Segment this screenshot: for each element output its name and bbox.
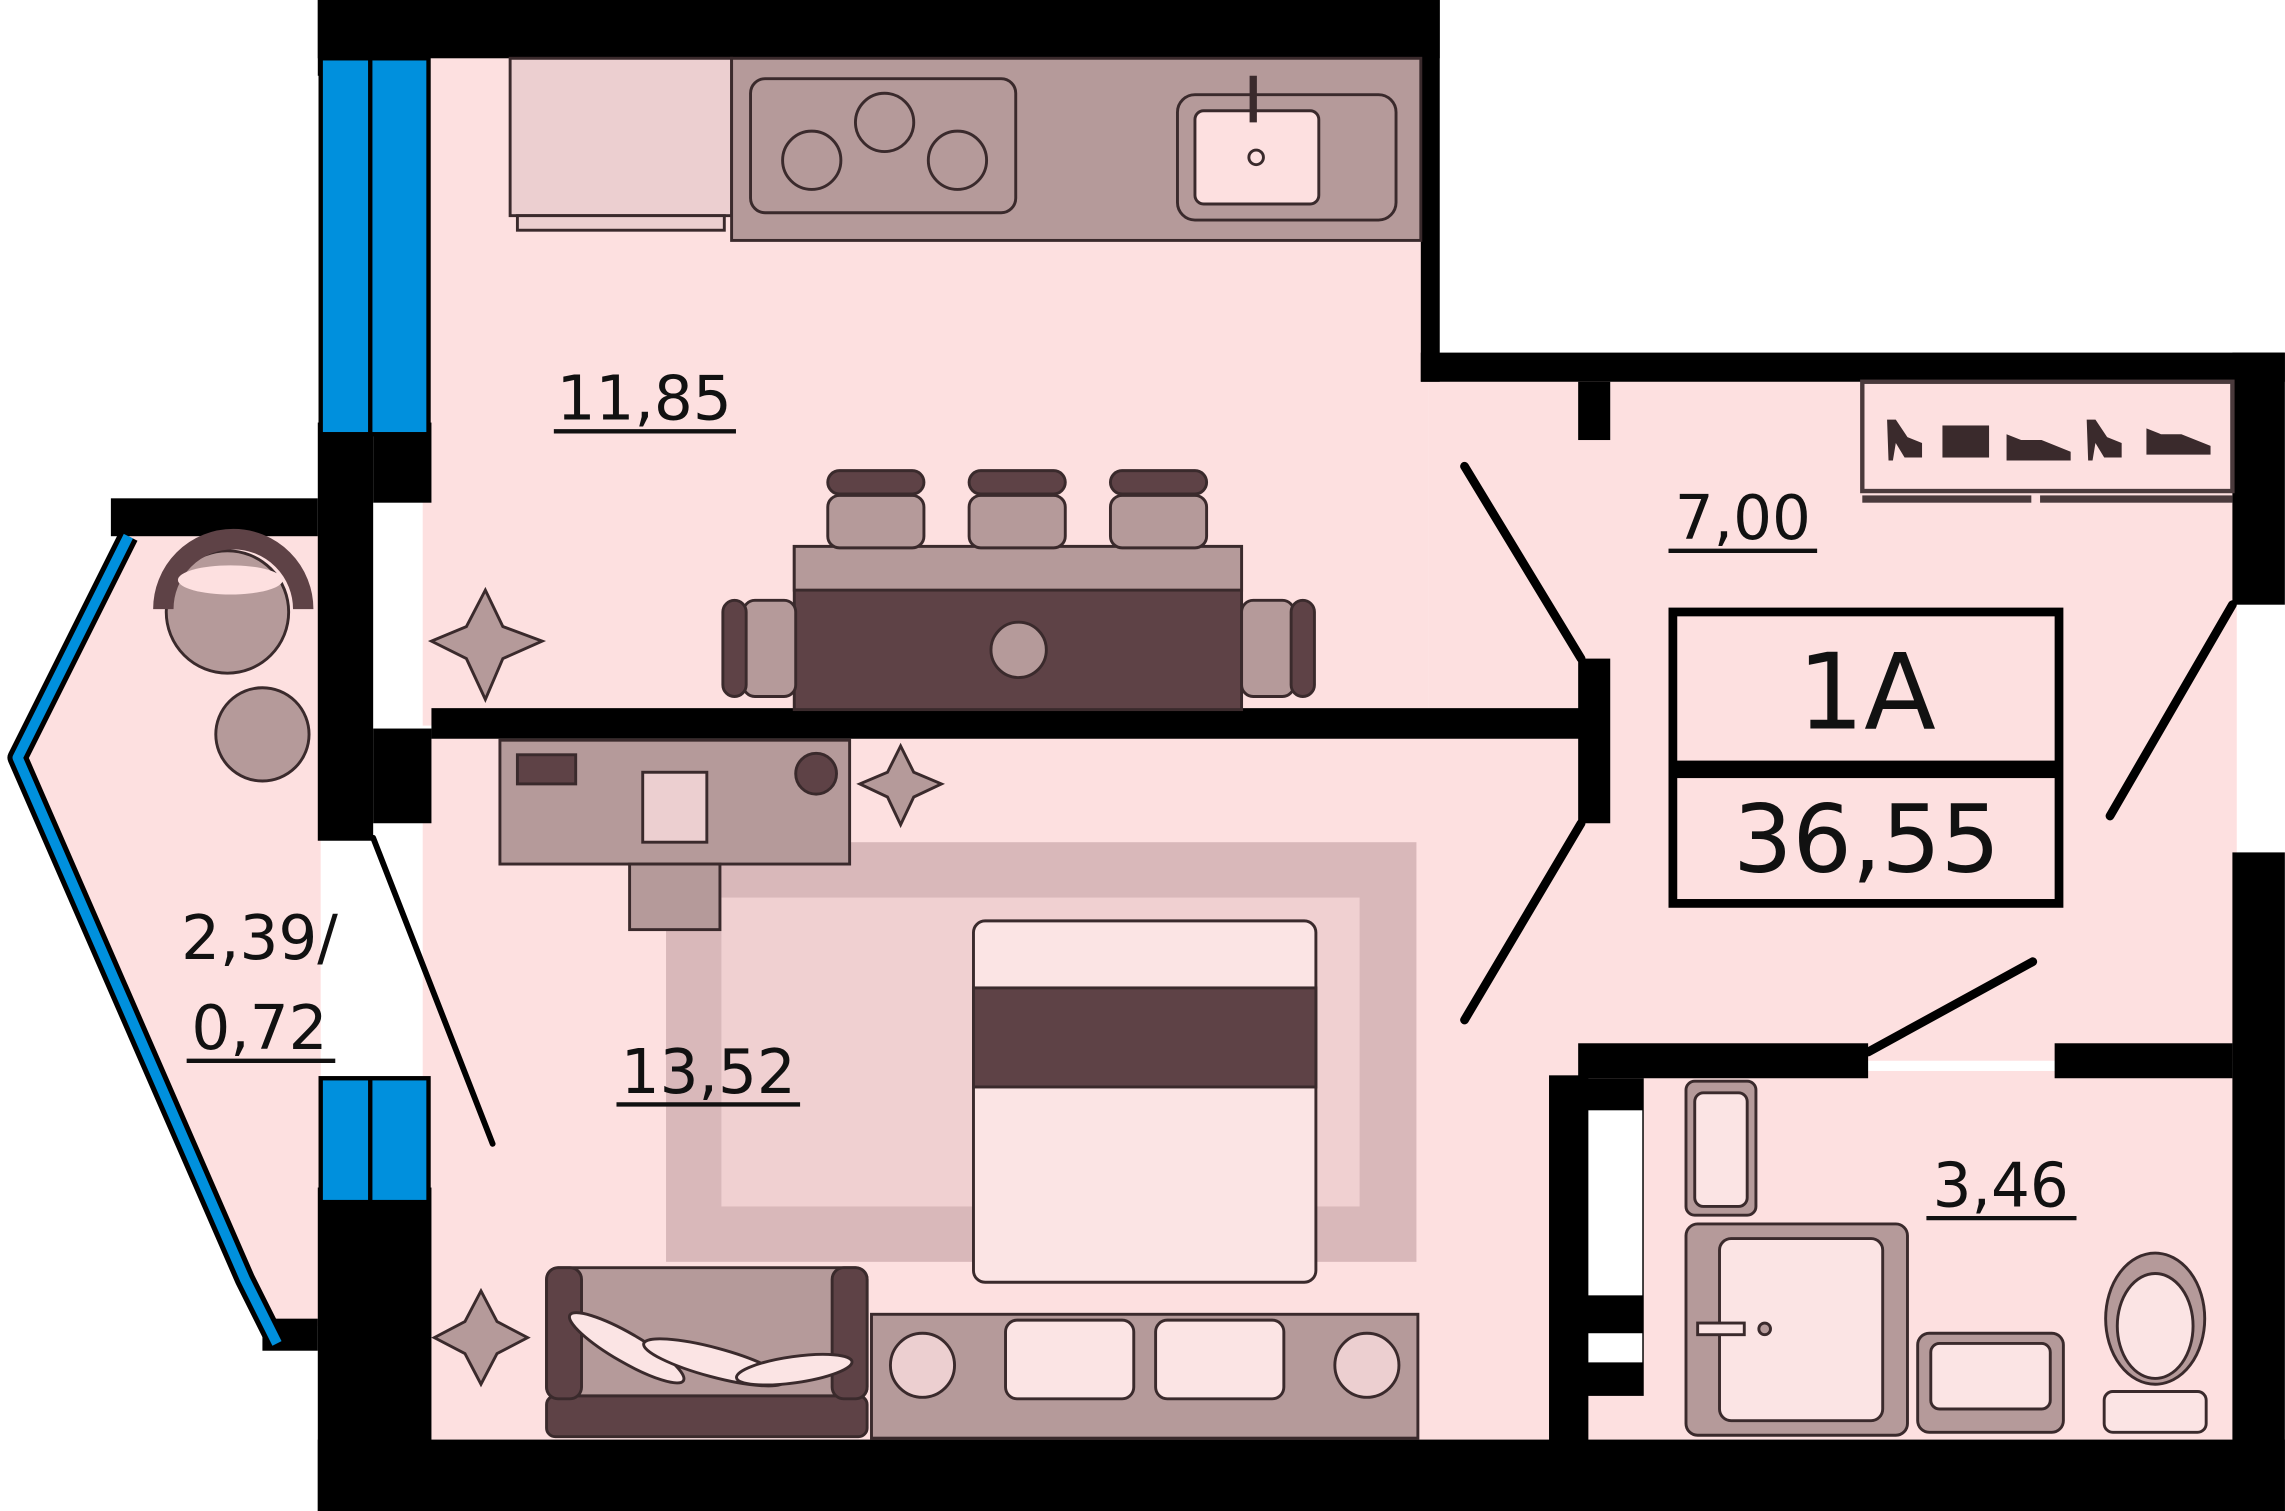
sneaker-icon	[2146, 428, 2211, 455]
bathroom-set	[1684, 1079, 2208, 1437]
plants	[427, 586, 945, 1388]
total-area: 36,55	[1733, 784, 2000, 893]
kitchen-set	[508, 56, 1423, 712]
headboard	[870, 1312, 1420, 1440]
bedroom-area-label: 13,52	[621, 1037, 796, 1108]
balcony-area-label: 2,39/	[181, 903, 338, 974]
sneaker-icon	[2006, 434, 2071, 461]
briefcase-icon	[1942, 425, 1990, 458]
plant-icon	[431, 1287, 531, 1388]
heel-shoe-icon	[2086, 419, 2122, 461]
plant-icon	[856, 742, 945, 829]
apartment-summary-box: 1A 36,55	[1668, 607, 2064, 908]
walls	[110, 0, 2285, 1511]
apartment-type: 1A	[1797, 632, 1936, 754]
plant-icon	[427, 586, 547, 703]
bedroom-window	[318, 1076, 431, 1205]
kitchen-area-label: 11,85	[557, 364, 732, 435]
bedroom-set	[498, 738, 1420, 1440]
hallway-area-label: 7,00	[1675, 483, 1811, 554]
shoe-shelf	[1860, 379, 2235, 494]
kitchen-window	[318, 56, 431, 437]
heel-shoe-icon	[1887, 419, 1923, 461]
windows	[7, 56, 431, 1348]
bathroom-shaft-2	[1588, 1333, 1643, 1363]
bed	[972, 919, 1318, 1284]
bathroom-area-label: 3,46	[1933, 1150, 2069, 1221]
balcony-reduced-area-label: 0,72	[191, 993, 327, 1064]
balcony-table	[214, 686, 311, 783]
area-labels: 11,85 7,00 2,39/ 0,72 13,52 3,46	[181, 364, 2077, 1221]
fridge	[508, 56, 734, 218]
doors	[370, 461, 2237, 1147]
bathroom-shaft	[1588, 1110, 1643, 1296]
